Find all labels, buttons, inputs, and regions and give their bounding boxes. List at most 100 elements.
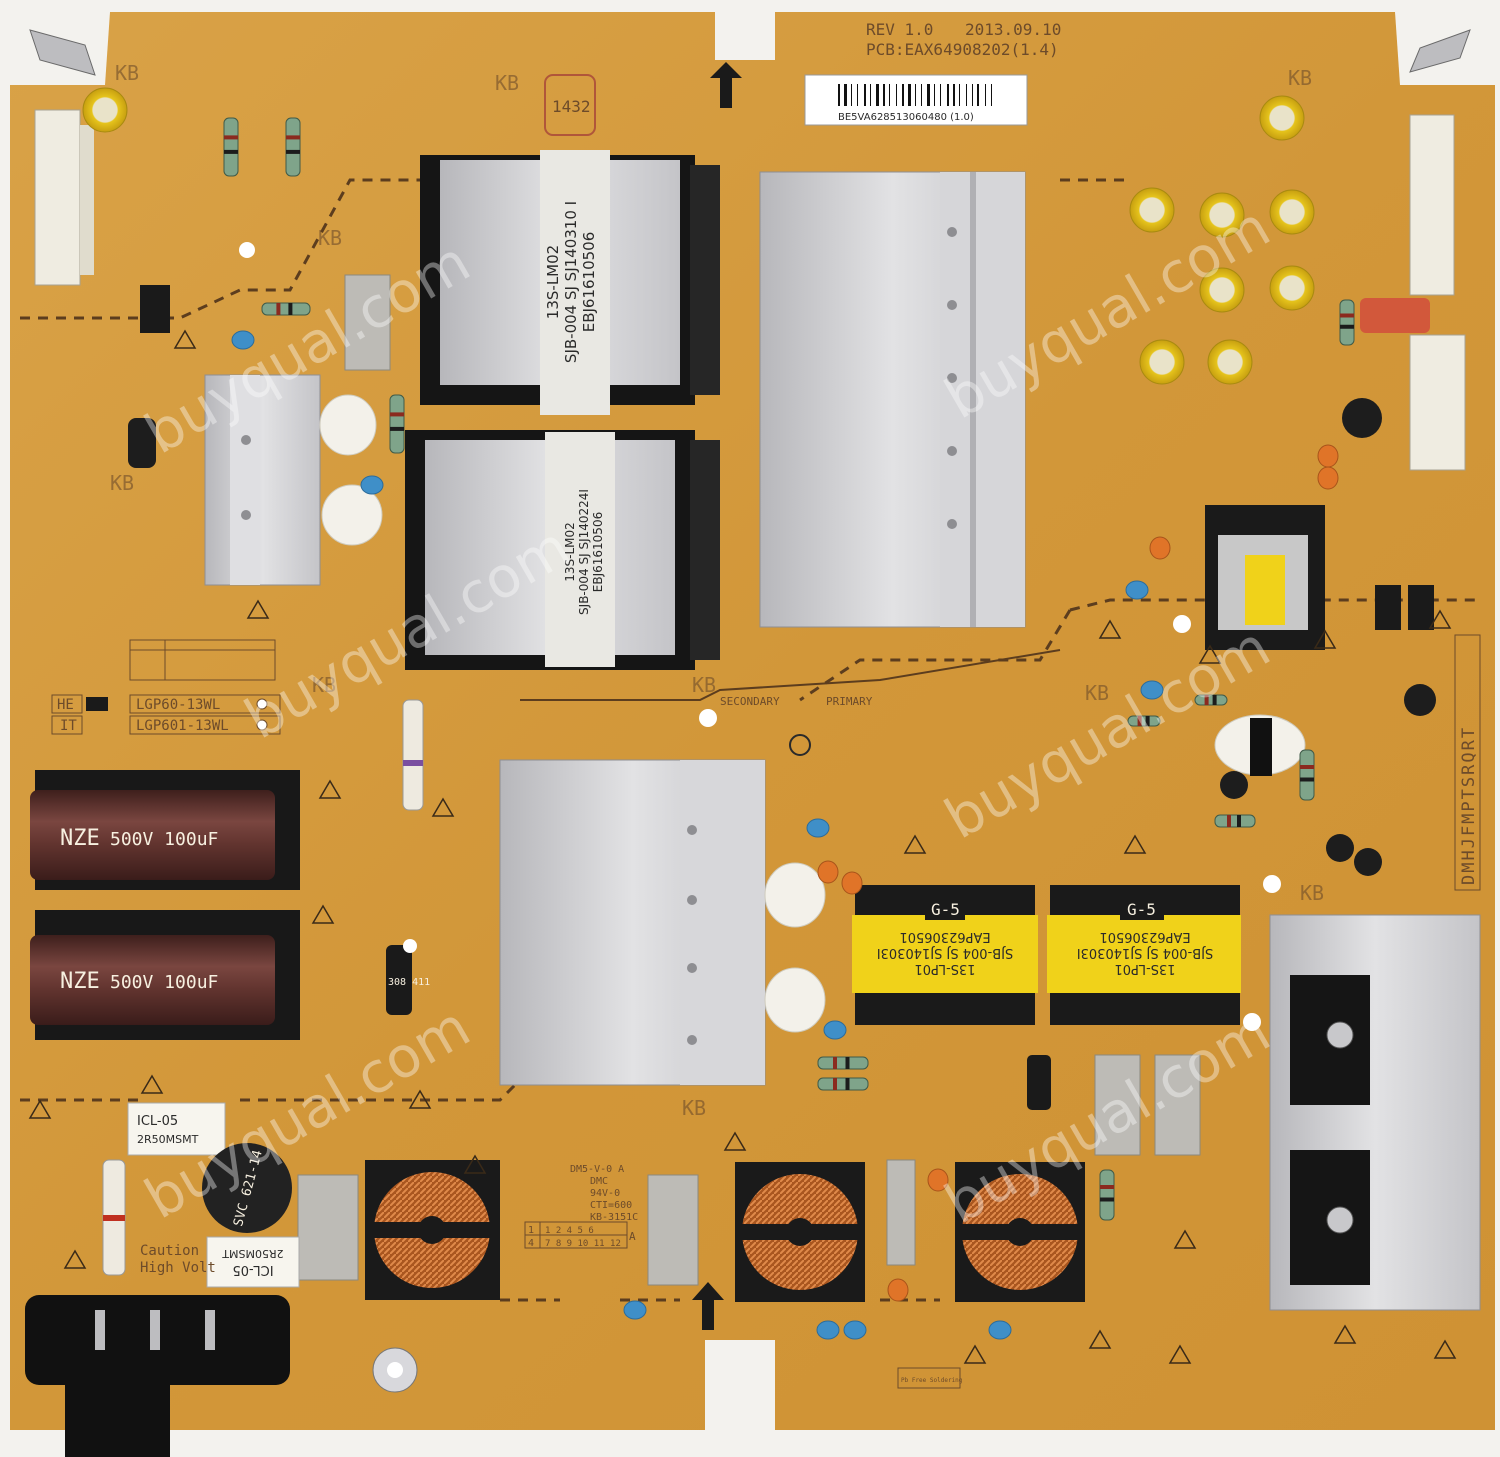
svg-text:KB: KB bbox=[318, 226, 342, 250]
yellow-capacitor bbox=[1139, 339, 1185, 385]
warning-triangle-icon bbox=[1123, 834, 1147, 854]
svg-text:4: 4 bbox=[528, 1238, 534, 1249]
resistor-band bbox=[276, 303, 281, 315]
bottom-notch bbox=[705, 1340, 775, 1430]
resistor-body bbox=[1099, 1169, 1115, 1221]
resistor-body bbox=[1339, 299, 1355, 346]
heatsink-stamp-1: 13S-LM02 bbox=[544, 245, 562, 319]
barcode-bar bbox=[966, 84, 967, 106]
heatsink-small-left bbox=[204, 374, 321, 586]
svg-text:IT: IT bbox=[60, 718, 77, 734]
svg-text:KB: KB bbox=[115, 61, 139, 85]
barcode-bar bbox=[947, 84, 949, 106]
barcode-bar bbox=[977, 84, 979, 106]
svg-text:HE: HE bbox=[57, 697, 74, 713]
power-inlet bbox=[25, 1295, 290, 1457]
resistor-band bbox=[286, 149, 300, 154]
resistor-body bbox=[285, 117, 301, 177]
barcode-bar bbox=[953, 84, 955, 106]
barcode-bar bbox=[844, 84, 847, 106]
model-it: LGP601-13WL bbox=[136, 718, 229, 734]
resistor bbox=[1339, 299, 1355, 346]
barcode-bar bbox=[940, 84, 941, 106]
common-mode-choke-1 bbox=[365, 1160, 500, 1300]
resistor-band bbox=[845, 1078, 850, 1090]
blue-capacitor bbox=[806, 818, 830, 838]
cap1-rating: 500V 100uF bbox=[110, 829, 218, 850]
resistor-band bbox=[1237, 815, 1241, 827]
yellow-capacitor bbox=[1199, 192, 1245, 238]
warning-triangle-icon bbox=[903, 834, 927, 854]
primary-label: PRIMARY bbox=[826, 695, 873, 708]
warning-triangle-icon bbox=[1088, 1329, 1112, 1349]
barcode-bar bbox=[864, 84, 866, 106]
resistor bbox=[817, 1077, 869, 1091]
resistor-band bbox=[288, 303, 293, 315]
kb-marks: KB KB KB KB KB KB KB KB KB KB bbox=[110, 61, 1324, 1120]
svg-text:13S-LP01: 13S-LP01 bbox=[914, 961, 975, 976]
blue-capacitors bbox=[231, 330, 1164, 1340]
ferrite-beads bbox=[319, 394, 1306, 1033]
diode-d602: 308 411 bbox=[386, 945, 430, 1015]
resistor-body bbox=[1214, 814, 1256, 828]
resistor-band bbox=[1212, 695, 1217, 705]
yellow-capacitor bbox=[82, 87, 128, 133]
barcode-bar bbox=[902, 84, 904, 106]
resistor-band bbox=[833, 1078, 837, 1090]
heatsink-stamp-3: EBJ61610506 bbox=[580, 232, 598, 333]
barcode-bar bbox=[934, 84, 935, 106]
connector-right-top bbox=[1409, 114, 1455, 296]
warning-triangle-icon bbox=[318, 779, 342, 799]
resistor bbox=[1214, 814, 1256, 828]
warning-triangle-icon bbox=[1333, 1324, 1357, 1344]
ul-marking: DM5-V-0 A DMC 94V-0 CTI=600 KB-3151C 1 4… bbox=[524, 1164, 638, 1249]
resistor bbox=[817, 1056, 869, 1070]
common-mode-choke-3 bbox=[955, 1162, 1085, 1302]
optocouplers bbox=[140, 285, 1434, 630]
barcode-bar bbox=[985, 84, 986, 106]
resistor-band bbox=[224, 149, 238, 154]
svg-text:ICL-05: ICL-05 bbox=[137, 1114, 178, 1129]
svg-text:EAP62306501: EAP62306501 bbox=[899, 929, 990, 944]
transformer-middle: 13S-LM02 SJB-004 SJ SJ140224I EBJ6161050… bbox=[405, 430, 720, 670]
resistor-band bbox=[1100, 1185, 1114, 1189]
resistor-band bbox=[1300, 777, 1314, 782]
yellow-capacitor bbox=[1129, 187, 1175, 233]
transformer-top: 13S-LM02 SJB-004 SJ SJ140310 I EBJ616105… bbox=[420, 150, 720, 415]
svg-text:DMC: DMC bbox=[590, 1176, 608, 1187]
warning-triangle-icon bbox=[1198, 644, 1222, 664]
blue-capacitor bbox=[843, 1320, 867, 1340]
warning-triangle-icon bbox=[1433, 1339, 1457, 1359]
resistor bbox=[1127, 715, 1161, 727]
warning-triangle-icon bbox=[311, 904, 335, 924]
orange-capacitor bbox=[1149, 536, 1171, 560]
warning-triangle-icon bbox=[1173, 1229, 1197, 1249]
clip-tl bbox=[29, 29, 96, 76]
svg-text:KB: KB bbox=[1300, 881, 1324, 905]
warning-triangle-icon bbox=[963, 1344, 987, 1364]
svg-text:KB: KB bbox=[692, 673, 716, 697]
date-text: 2013.09.10 bbox=[965, 20, 1061, 39]
svg-text:KB-3151C: KB-3151C bbox=[590, 1212, 638, 1223]
clip-tr bbox=[1409, 29, 1471, 73]
warning-triangle-icon bbox=[1098, 619, 1122, 639]
heatsink-stamp-4: SJB-004 SJ SJ140224I bbox=[577, 489, 591, 615]
cap2-brand: NZE bbox=[60, 969, 100, 994]
resistor-body bbox=[1194, 694, 1228, 706]
svg-text:308 411: 308 411 bbox=[388, 977, 430, 988]
orange-capacitor bbox=[887, 1278, 909, 1302]
resistor bbox=[1299, 749, 1315, 801]
svg-text:1 2 4 5 6: 1 2 4 5 6 bbox=[545, 1226, 594, 1236]
warning-triangle-icon bbox=[1313, 629, 1337, 649]
mounting-holes bbox=[239, 242, 1281, 1031]
resistor-band bbox=[833, 1057, 837, 1069]
common-mode-choke-2 bbox=[735, 1162, 865, 1302]
barcode-label: BE5VA628513060480 (1.0) bbox=[804, 74, 1028, 126]
resistor-band bbox=[1300, 765, 1314, 769]
resistor bbox=[1194, 694, 1228, 706]
blue-capacitor bbox=[1140, 680, 1164, 700]
orange-capacitors bbox=[817, 444, 1339, 1302]
red-film-capacitor bbox=[1360, 298, 1430, 333]
yellow-capacitor bbox=[1199, 267, 1245, 313]
barcode-bar bbox=[921, 84, 922, 106]
